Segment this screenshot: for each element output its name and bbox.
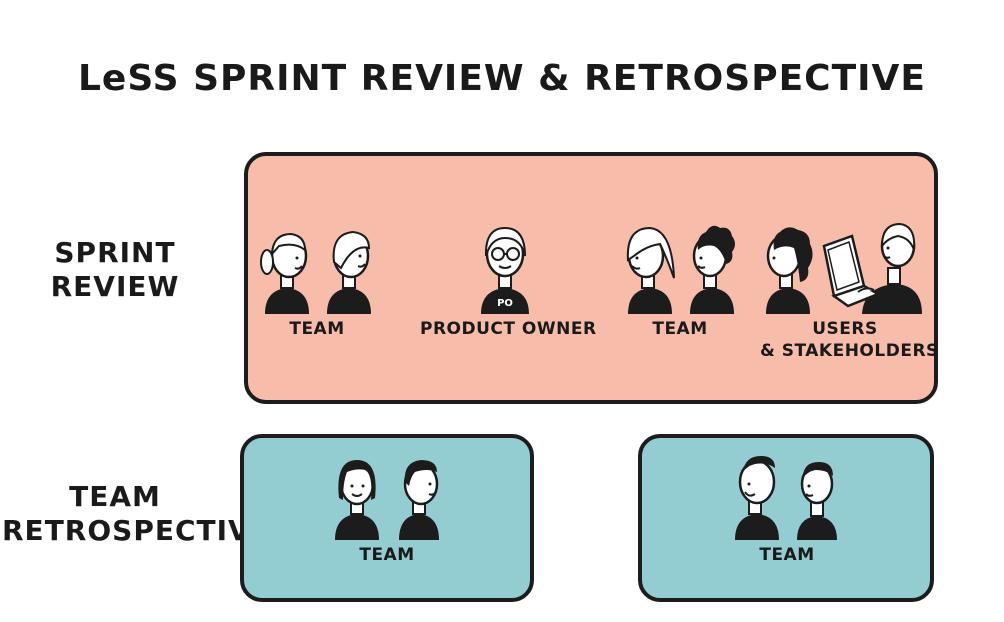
group-label: TEAM [652, 319, 708, 339]
row-label-line: SPRINT [54, 236, 176, 269]
row-label-sprint-review: SPRINT REVIEW [40, 236, 190, 304]
retro-team-group-2: TEAM [712, 440, 862, 566]
row-label-team-retrospective: TEAM RETROSPECTIVE [2, 480, 271, 548]
person-icon [399, 460, 439, 540]
users-stakeholders-group: USERS & STAKEHOLDERS [760, 214, 939, 362]
sprint-review-team-group-2: TEAM [618, 214, 742, 340]
sprint-review-panel [244, 152, 938, 404]
person-icon [260, 232, 309, 314]
row-label-line: RETROSPECTIVE [2, 514, 271, 547]
group-label: & STAKEHOLDERS [760, 341, 939, 361]
product-owner-icon: PO [481, 226, 529, 314]
team-retrospective-panel-1 [240, 434, 534, 602]
row-label-line: TEAM [69, 480, 161, 513]
product-owner-group: PO PRODUCT OWNER [420, 214, 597, 340]
retro-team-group-1: TEAM [312, 440, 462, 566]
team-retrospective-panel-2 [638, 434, 934, 602]
person-icon [327, 230, 371, 314]
person-icon [335, 460, 379, 540]
person-icon [766, 227, 813, 314]
sprint-review-team-group-1: TEAM [252, 214, 382, 340]
row-label-line: REVIEW [50, 270, 180, 303]
group-label: TEAM [359, 545, 415, 565]
po-badge: PO [497, 298, 513, 309]
person-icon [735, 456, 779, 540]
group-label: TEAM [759, 545, 815, 565]
group-label: PRODUCT OWNER [420, 319, 597, 339]
group-label: USERS [812, 319, 878, 339]
group-label: TEAM [289, 319, 345, 339]
person-icon [797, 462, 837, 540]
diagram-title: LeSS SPRINT REVIEW & RETROSPECTIVE [77, 58, 927, 99]
person-icon [626, 226, 675, 314]
laptop-user-icon [822, 222, 922, 314]
person-icon [690, 225, 735, 314]
